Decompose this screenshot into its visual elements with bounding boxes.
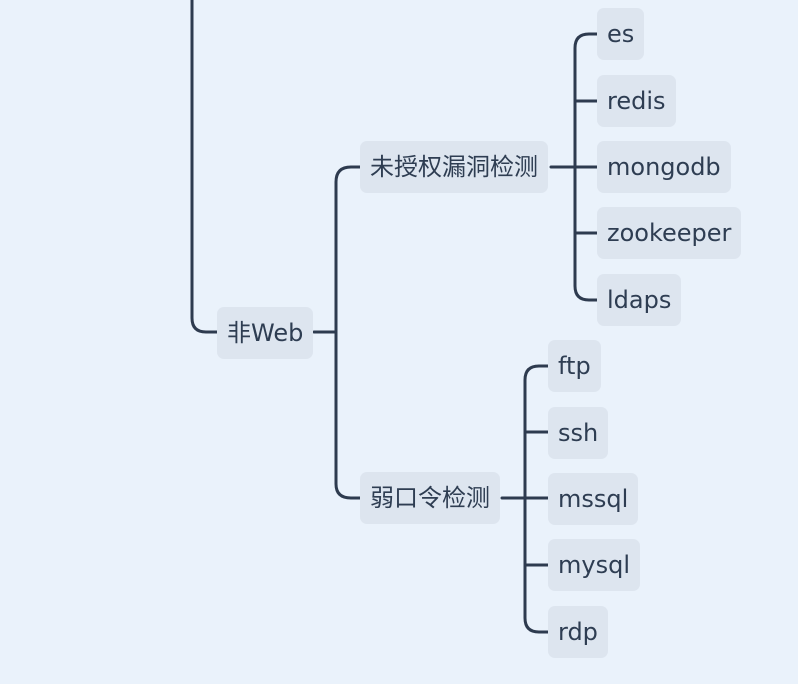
topic-unauthorized-vuln-detection[interactable]: 未授权漏洞检测 xyxy=(360,141,548,193)
subtopic-mysql[interactable]: mysql xyxy=(548,539,640,591)
subtopic-mssql[interactable]: mssql xyxy=(548,473,639,525)
subtopic-es[interactable]: es xyxy=(597,8,645,60)
subtopic-rdp[interactable]: rdp xyxy=(548,606,608,658)
subtopic-mongodb[interactable]: mongodb xyxy=(597,141,731,193)
subtopic-ldaps[interactable]: ldaps xyxy=(597,274,682,326)
root-spine xyxy=(312,165,363,500)
subtopic-zookeeper[interactable]: zookeeper xyxy=(597,207,742,259)
branch-unauth-connectors xyxy=(549,32,600,302)
parent-connector xyxy=(190,0,220,334)
topic-weak-password-detection[interactable]: 弱口令检测 xyxy=(360,472,500,524)
root-node-non-web[interactable]: 非Web xyxy=(217,307,314,359)
branch-weakpw-connectors xyxy=(500,364,551,634)
subtopic-redis[interactable]: redis xyxy=(597,75,676,127)
subtopic-ftp[interactable]: ftp xyxy=(548,340,601,392)
subtopic-ssh[interactable]: ssh xyxy=(548,407,609,459)
